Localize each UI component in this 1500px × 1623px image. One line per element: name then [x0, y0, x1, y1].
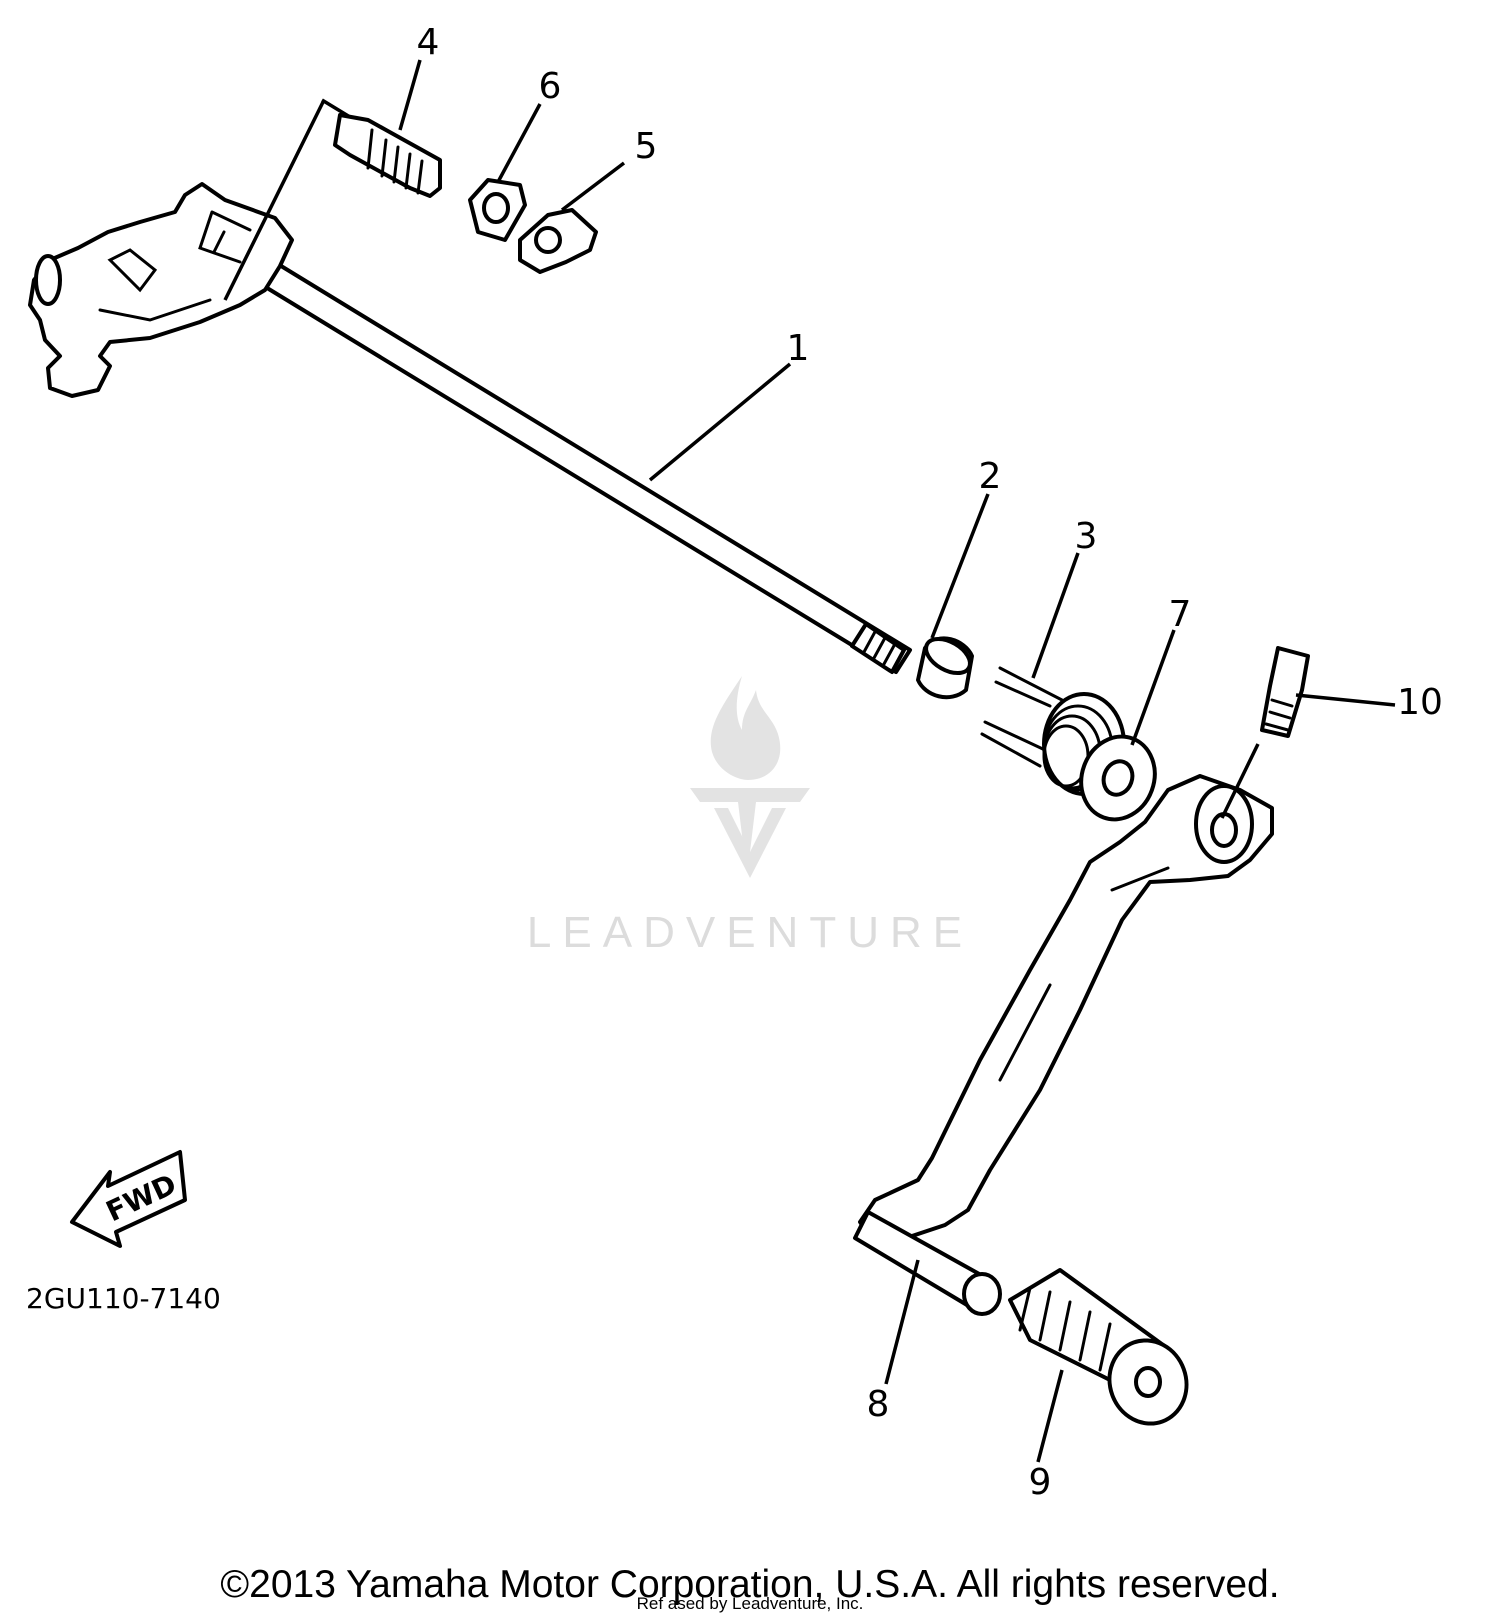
leader-lines	[223, 59, 1396, 1463]
callout-2: 2	[979, 456, 1002, 497]
collar	[916, 636, 974, 700]
callout-numbers: 1 2 3 4 5 6 7 8 9 10	[417, 22, 1443, 1503]
shift-pedal-arm	[858, 774, 1274, 1242]
fwd-arrow-icon	[70, 1150, 187, 1248]
callout-10: 10	[1397, 682, 1443, 723]
callout-7: 7	[1169, 594, 1192, 635]
watermark-text: LEADVENTURE	[527, 908, 973, 957]
bolt-10	[1260, 646, 1310, 738]
stopper-plate	[518, 208, 598, 274]
callout-9: 9	[1029, 1462, 1052, 1503]
shift-shaft	[28, 182, 912, 674]
nut	[468, 178, 527, 242]
washer	[1079, 734, 1157, 822]
watermark-logo	[690, 676, 810, 878]
bolt-4	[333, 113, 442, 198]
callout-3: 3	[1075, 516, 1098, 557]
callout-5: 5	[635, 126, 658, 167]
pedal-rubber	[1008, 1268, 1189, 1426]
callout-1: 1	[787, 328, 810, 369]
callout-6: 6	[539, 66, 562, 107]
credit-line: Ref ased by Leadventure, Inc.	[636, 1594, 864, 1613]
diagram-code: 2GU110-7140	[26, 1282, 221, 1315]
copyright-notice: ©2013 Yamaha Motor Corporation, U.S.A. A…	[220, 1563, 1280, 1606]
pedal-pin	[853, 1210, 1002, 1316]
callout-8: 8	[867, 1384, 890, 1425]
callout-4: 4	[417, 22, 440, 63]
